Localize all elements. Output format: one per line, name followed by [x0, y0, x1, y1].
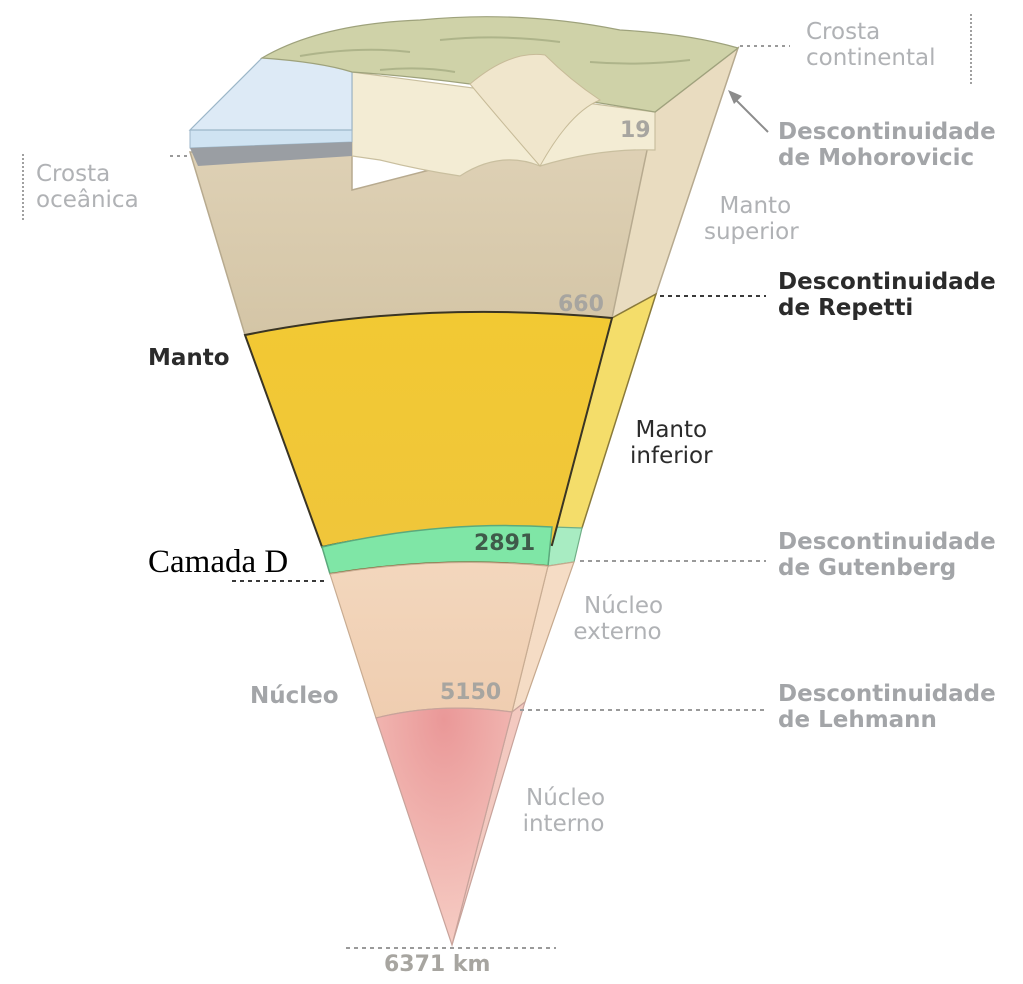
nucleo-label: Núcleo [250, 683, 339, 709]
depth-19: 19 [620, 118, 651, 143]
crosta-continental-line2: continental [806, 44, 936, 71]
manto-inferior-line2: inferior [630, 442, 713, 469]
crosta-continental-line1: Crosta [806, 19, 881, 45]
depth-660: 660 [558, 292, 604, 317]
mountain [469, 53, 602, 167]
crosta-oceanica-box [22, 154, 174, 220]
crosta-oceanica-line1: Crosta [36, 161, 111, 187]
moho-line1: Descontinuidade [778, 119, 996, 145]
land-ridges [299, 36, 691, 73]
moho-line2: de Mohorovicic [778, 144, 975, 171]
depth-5150: 5150 [440, 680, 502, 705]
repetti-line1: Descontinuidade [778, 269, 996, 295]
gutenberg-line1: Descontinuidade [778, 529, 996, 555]
crosta-continental-label: Crosta continental [806, 19, 936, 72]
crosta-oceanica-label: Crosta oceânica [36, 161, 139, 214]
repetti-label: Descontinuidade de Repetti [778, 269, 996, 322]
nucleo-interno-label: Núcleo interno [522, 785, 606, 838]
lehmann-label: Descontinuidade de Lehmann [778, 681, 996, 734]
nucleo-interno-line1: Núcleo [526, 785, 606, 811]
lehmann-line1: Descontinuidade [778, 681, 996, 707]
outer-core-face [329, 561, 549, 719]
crosta-continental-box [790, 14, 972, 84]
crosta-oceanica-line2: oceânica [36, 186, 139, 213]
manto-superior-label: Manto superior [704, 193, 799, 246]
moho-label: Descontinuidade de Mohorovicic [778, 119, 996, 172]
lehmann-line2: de Lehmann [778, 706, 937, 733]
moho-arrow-head [728, 90, 742, 104]
gutenberg-label: Descontinuidade de Gutenberg [778, 529, 996, 582]
depth-2891: 2891 [474, 531, 536, 556]
manto-inferior-line1: Manto [635, 417, 708, 443]
inner-core-face [375, 707, 513, 948]
gutenberg-line2: de Gutenberg [778, 554, 957, 581]
nucleo-externo-line1: Núcleo [584, 593, 664, 619]
moho-arrow-line [731, 95, 769, 133]
depth-6371: 6371 km [384, 952, 491, 977]
oceanic-crust [190, 142, 352, 166]
manto-inferior-label: Manto inferior [630, 417, 713, 470]
manto-superior-line1: Manto [719, 193, 792, 219]
repetti-line2: de Repetti [778, 294, 914, 321]
manto-label: Manto [148, 345, 230, 371]
nucleo-externo-line2: externo [573, 618, 662, 645]
nucleo-externo-label: Núcleo externo [572, 593, 664, 646]
lower-mantle-face [243, 310, 614, 549]
nucleo-interno-line2: interno [522, 810, 605, 837]
manto-superior-line2: superior [704, 218, 799, 245]
camada-d-label: Camada D [148, 544, 289, 580]
